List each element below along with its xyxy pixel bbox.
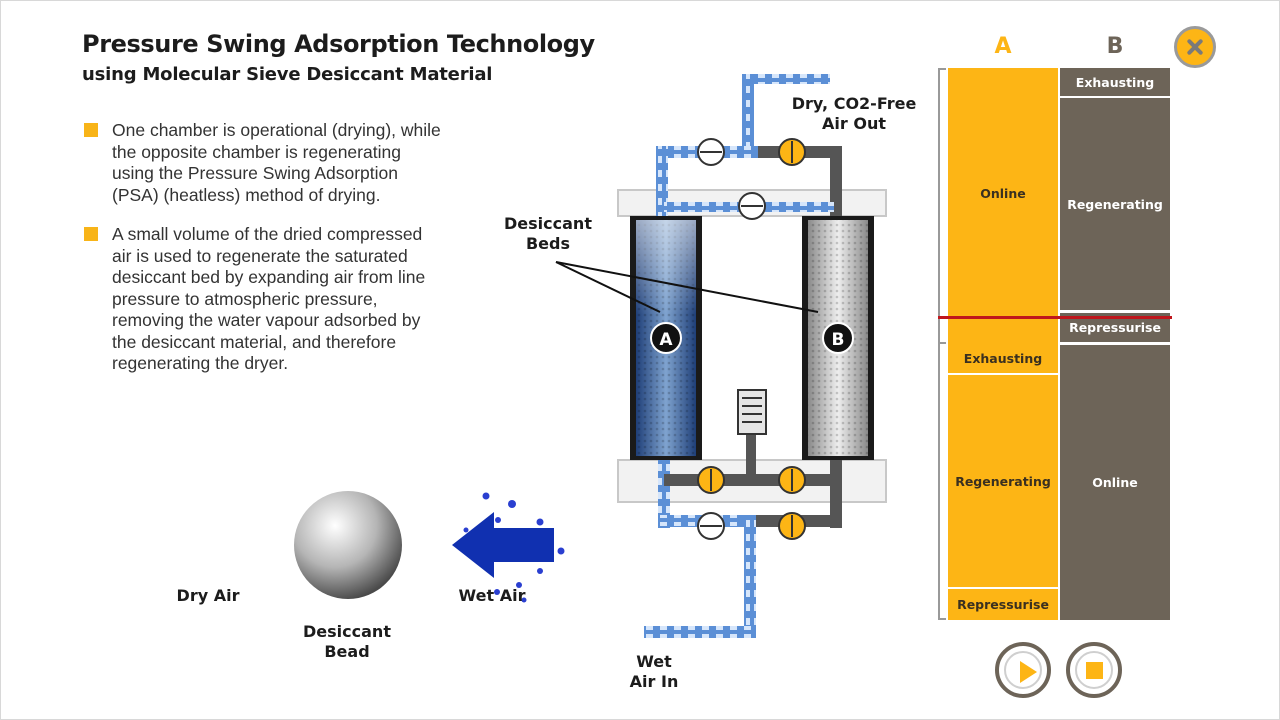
bullet-text: A small volume of the dried compressed a…: [112, 224, 426, 373]
timeline-playhead: [938, 316, 1172, 319]
outlet-label: Dry, CO2-Free Air Out: [791, 94, 917, 133]
b-phase-regenerating: Regenerating: [1060, 98, 1170, 310]
bullet-text: One chamber is operational (drying), whi…: [112, 120, 441, 205]
beds-label-line2: Beds: [525, 234, 571, 253]
tower-b-label: B: [832, 330, 845, 350]
cycle-timeline: A B Online Exhausting Regenerating Repre…: [938, 30, 1172, 630]
check-valve-icon: [697, 138, 725, 166]
tower-a-label: A: [659, 330, 673, 350]
check-valve-icon: [738, 192, 766, 220]
bead-label: Desiccant Bead: [292, 622, 402, 662]
inlet-label-line1: Wet: [636, 652, 672, 671]
dry-air-label: Dry Air: [176, 586, 240, 605]
close-icon[interactable]: [1174, 26, 1216, 68]
play-icon: [1004, 651, 1042, 689]
beds-label: Desiccant Beds: [498, 214, 598, 254]
check-valve-icon: [697, 512, 725, 540]
bead-label-line1: Desiccant: [303, 622, 391, 641]
stop-icon: [1075, 651, 1113, 689]
bullet-square-icon: [84, 123, 98, 137]
control-valve-icon: [778, 138, 806, 166]
beds-label-line1: Desiccant: [504, 214, 592, 233]
a-phase-repressurise: Repressurise: [948, 589, 1058, 620]
control-valve-icon: [778, 466, 806, 494]
column-b-header: B: [1106, 34, 1124, 59]
slide-title: Pressure Swing Adsorption Technology: [82, 30, 595, 58]
bead-label-line2: Bead: [324, 642, 370, 661]
bullet-item: A small volume of the dried compressed a…: [84, 224, 444, 375]
bullet-square-icon: [84, 227, 98, 241]
stop-button[interactable]: [1066, 642, 1122, 698]
a-phase-online: Online: [948, 68, 1058, 318]
play-button[interactable]: [995, 642, 1051, 698]
bullet-item: One chamber is operational (drying), whi…: [84, 120, 444, 206]
control-valve-icon: [697, 466, 725, 494]
bullet-list: One chamber is operational (drying), whi…: [84, 120, 444, 393]
inlet-label: Wet Air In: [604, 652, 704, 692]
water-droplets-icon: [463, 492, 565, 603]
desiccant-bead-icon: [294, 491, 402, 599]
b-phase-online: Online: [1060, 345, 1170, 620]
tower-a-badge: [650, 322, 682, 354]
inlet-label-line2: Air In: [629, 672, 679, 691]
wet-air-label: Wet Air: [458, 586, 526, 605]
tower-b-badge: [822, 322, 854, 354]
column-a-header: A: [994, 34, 1012, 59]
slide-subtitle: using Molecular Sieve Desiccant Material: [82, 64, 493, 85]
wet-air-arrow-icon: [452, 512, 554, 578]
a-phase-regenerating: Regenerating: [948, 375, 1058, 587]
a-phase-exhausting: Exhausting: [948, 343, 1058, 373]
b-phase-exhausting: Exhausting: [1060, 68, 1170, 96]
control-valve-icon: [778, 512, 806, 540]
